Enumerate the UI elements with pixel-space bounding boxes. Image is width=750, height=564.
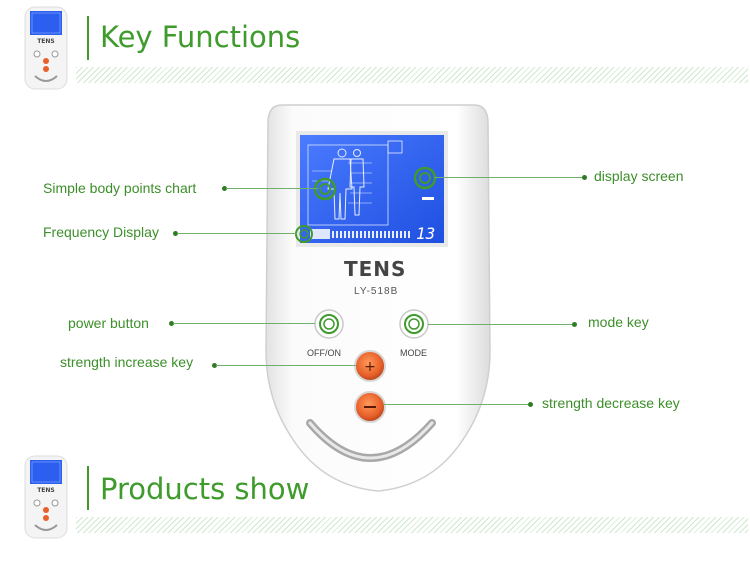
heading-divider	[87, 16, 89, 60]
mode-button-label: MODE	[400, 348, 427, 358]
callout-dot	[572, 322, 577, 327]
device-thumbnail-top: TENS	[24, 6, 68, 90]
callout-decrease-label: strength decrease key	[542, 395, 680, 411]
tens-device: +	[265, 104, 491, 492]
callout-line	[177, 233, 297, 234]
callout-dot	[528, 402, 533, 407]
device-brand: TENS	[344, 257, 407, 281]
header-pattern	[76, 517, 748, 533]
callout-body-chart-label: Simple body points chart	[43, 180, 197, 196]
key-functions-heading: Key Functions	[100, 20, 301, 54]
header-pattern	[76, 67, 748, 83]
frequency-readout: 13	[416, 224, 436, 243]
callout-display-label: display screen	[594, 168, 684, 184]
callout-dot	[173, 231, 178, 236]
products-show-heading: Products show	[100, 472, 310, 506]
callout-line	[434, 177, 582, 178]
callout-dot	[212, 363, 217, 368]
callout-dot	[222, 186, 227, 191]
callout-frequency-label: Frequency Display	[43, 224, 159, 240]
callout-line	[428, 324, 572, 325]
callout-increase-label: strength increase key	[60, 354, 194, 370]
svg-text:TENS: TENS	[37, 38, 55, 45]
power-button-label: OFF/ON	[307, 348, 341, 358]
svg-text:TENS: TENS	[37, 487, 55, 494]
svg-text:+: +	[364, 359, 376, 375]
callout-line	[226, 188, 318, 189]
device-thumbnail-bottom: TENS	[24, 455, 68, 539]
callout-power-label: power button	[68, 315, 149, 331]
callout-mode-label: mode key	[588, 314, 649, 330]
heading-divider	[87, 466, 89, 510]
device-model: LY-518B	[354, 286, 399, 297]
callout-line	[173, 323, 315, 324]
callout-line	[216, 365, 356, 366]
callout-dot	[582, 175, 587, 180]
callout-dot	[169, 321, 174, 326]
callout-line	[384, 404, 528, 405]
